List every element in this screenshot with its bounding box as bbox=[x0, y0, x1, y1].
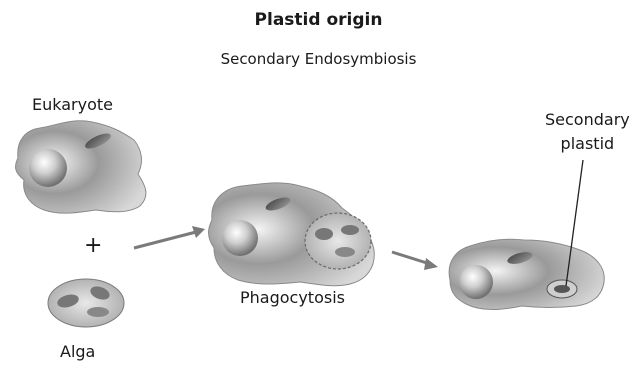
engulfed-alga bbox=[305, 213, 371, 269]
alga-plastid bbox=[335, 247, 355, 257]
secondary-plastid-core bbox=[554, 285, 570, 293]
phagocytosis-cell bbox=[209, 183, 375, 286]
arrow-to-phagocytosis bbox=[134, 226, 205, 248]
alga-plastid bbox=[87, 307, 109, 317]
alga-plastid bbox=[341, 225, 359, 235]
alga-cell bbox=[48, 279, 124, 327]
eukaryote-cell bbox=[16, 121, 146, 213]
alga-plastid bbox=[315, 228, 333, 240]
nucleus bbox=[222, 220, 258, 256]
cell-with-secondary-plastid bbox=[449, 239, 604, 309]
nucleus bbox=[459, 265, 493, 299]
nucleus bbox=[29, 149, 67, 187]
arrow-to-secondary-plastid bbox=[392, 252, 438, 270]
